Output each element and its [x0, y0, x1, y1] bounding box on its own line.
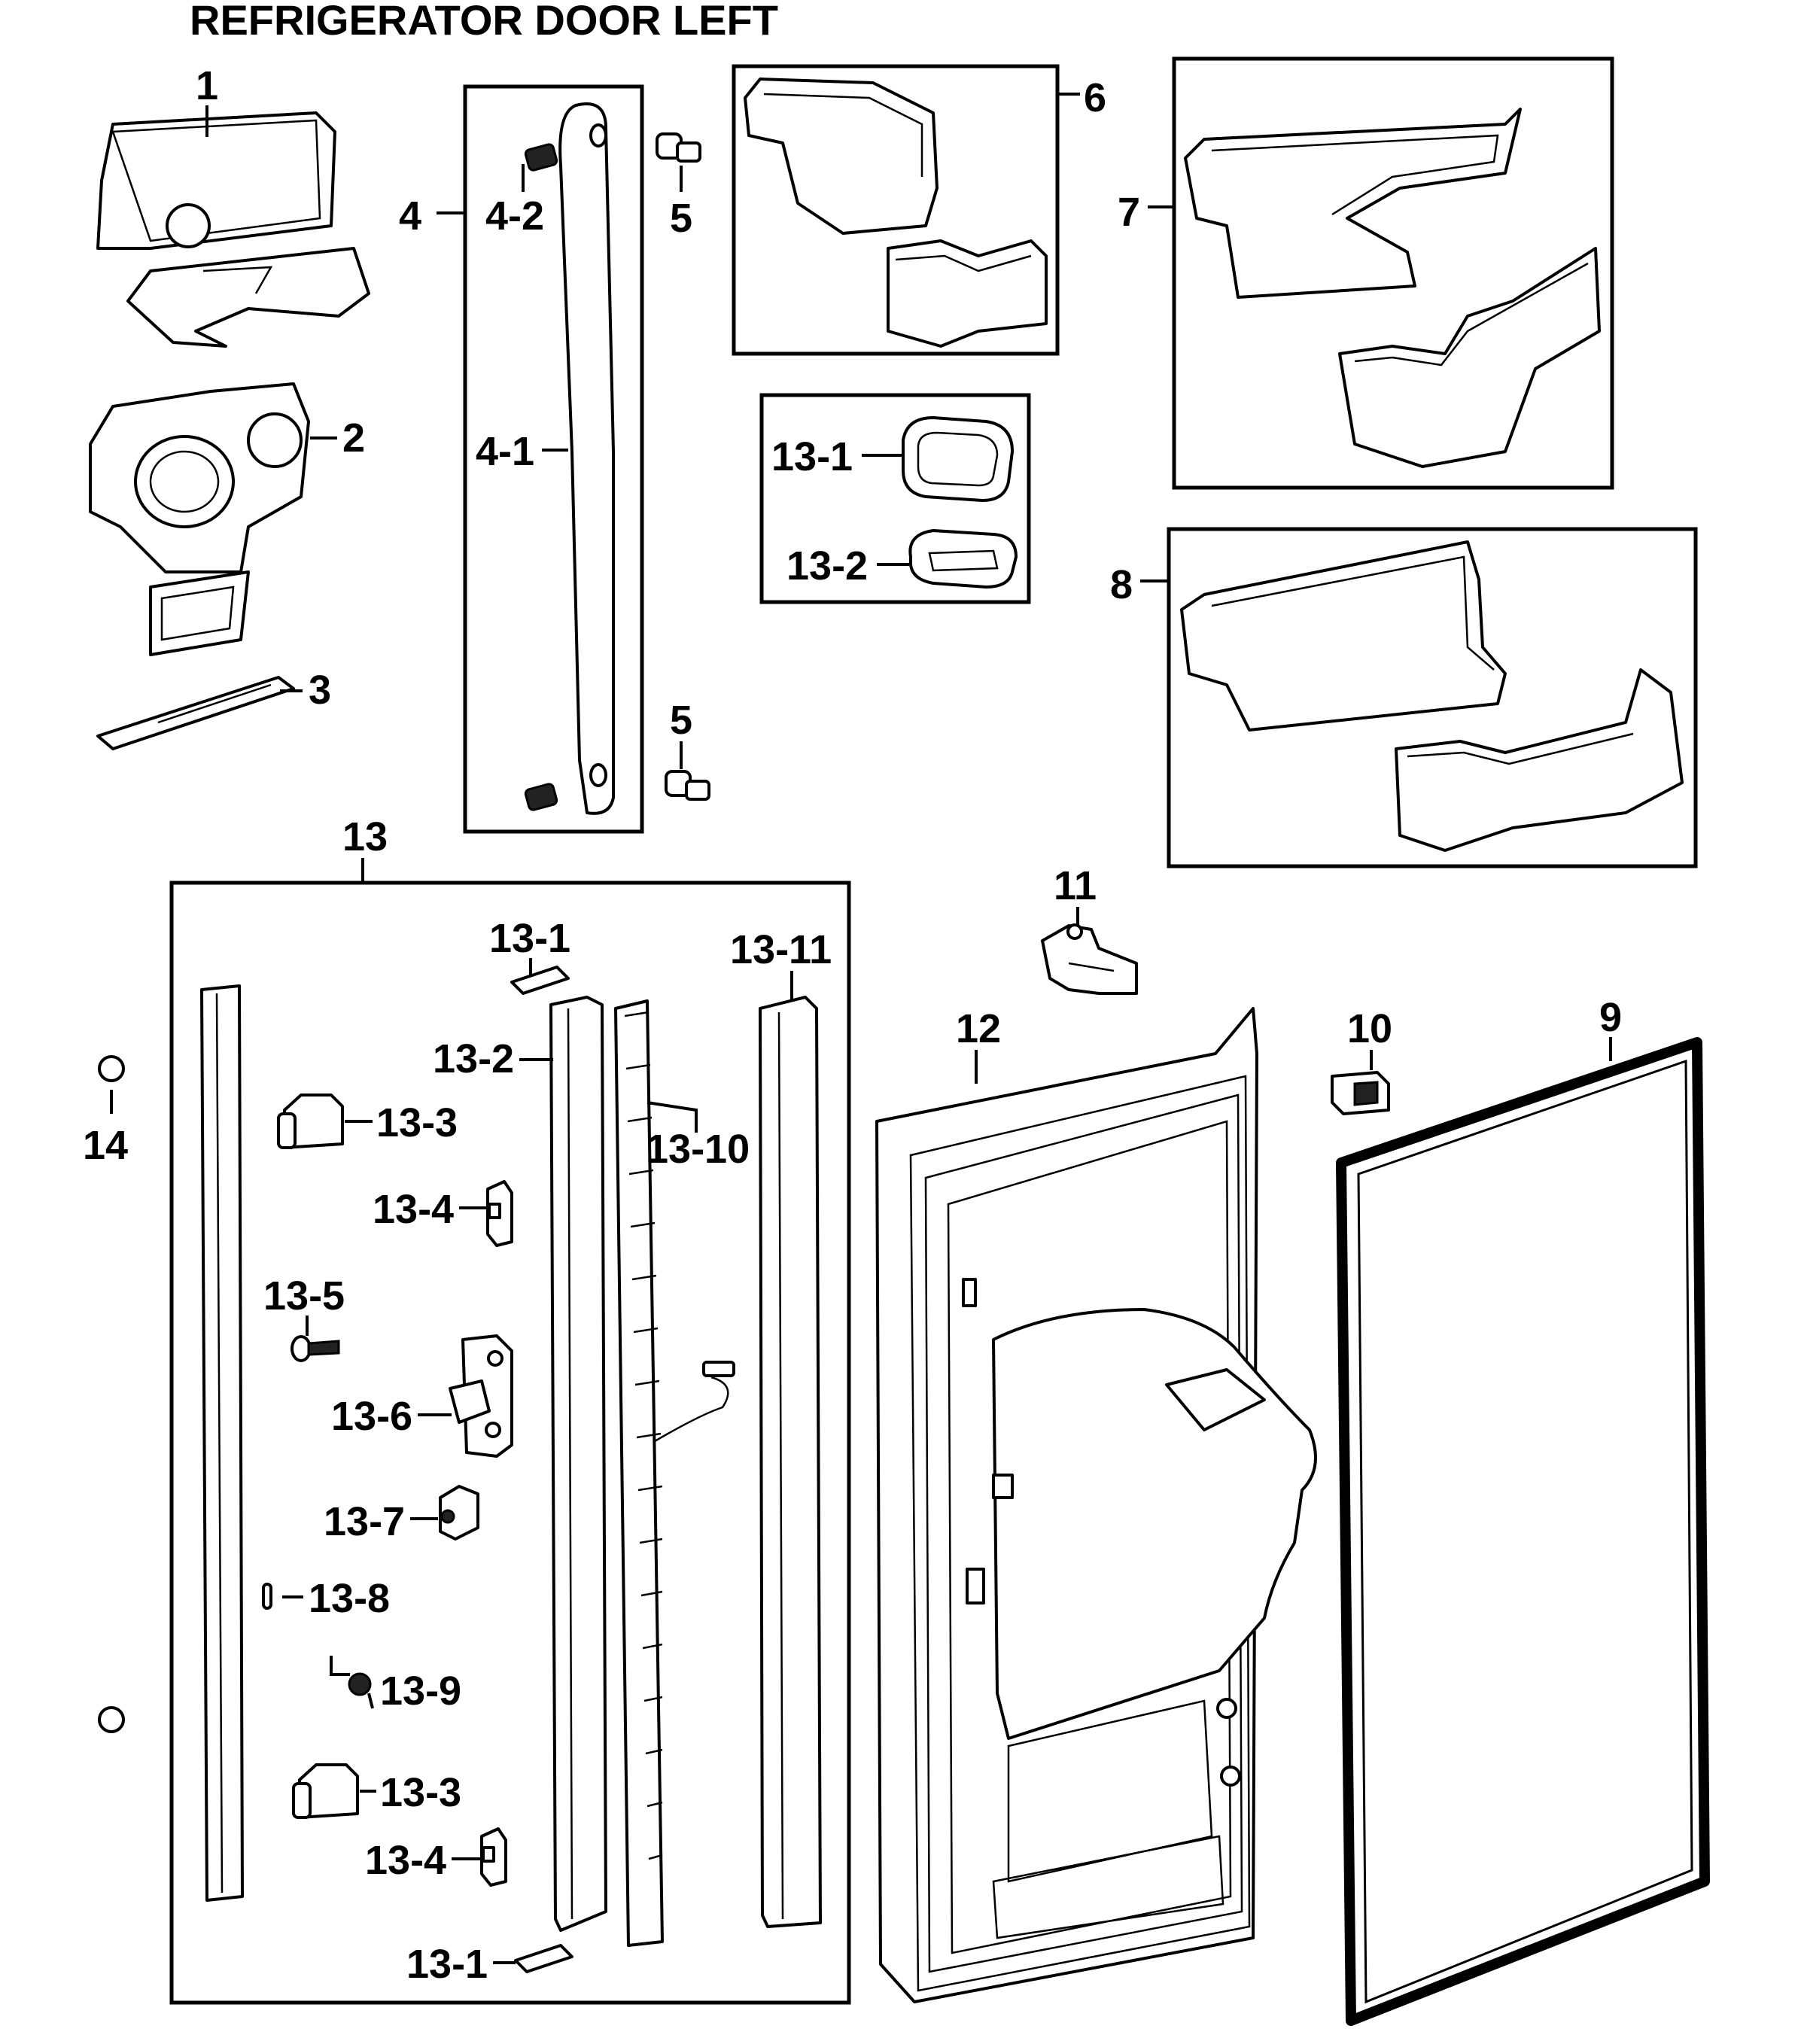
part-13-6-hinge-bracket [449, 1334, 513, 1458]
leader-13-10 [646, 1101, 698, 1133]
part-13-2-inset-cap [908, 529, 1018, 589]
label-13-1-inset: 13-1 [771, 434, 853, 479]
label-13-4-top: 13-4 [373, 1187, 454, 1232]
part-13-2-trim-strip [549, 996, 607, 1932]
part-12-door-assembly [875, 1007, 1317, 2003]
part-14-plug-top [98, 1055, 125, 1082]
label-11: 11 [1054, 863, 1097, 908]
label-10: 10 [1347, 1006, 1392, 1051]
label-1: 1 [196, 63, 218, 108]
label-13: 13 [342, 814, 388, 859]
part-5-screw-top [656, 132, 701, 163]
label-14: 14 [83, 1123, 128, 1168]
part-3-trim-strip [96, 676, 295, 750]
part-8-box [1167, 527, 1698, 868]
part-6-door-bin [744, 78, 1048, 348]
part-13-5-screw [291, 1335, 340, 1362]
part-1-dispenser-cover [96, 111, 370, 348]
part-2-ice-chute [89, 382, 310, 656]
label-8: 8 [1110, 562, 1133, 607]
label-13-2: 13-2 [433, 1036, 514, 1081]
part-7-box [1172, 56, 1614, 490]
label-13-4-bottom: 13-4 [365, 1838, 446, 1883]
part-4-2-screw-top [524, 143, 558, 172]
label-13-6: 13-6 [331, 1394, 412, 1439]
part-13-left-trim-strip [200, 984, 244, 1902]
part-4-2-screw-bottom [524, 783, 558, 811]
part-6-box [732, 64, 1060, 356]
label-7: 7 [1118, 190, 1140, 235]
label-13-1-top: 13-1 [489, 916, 570, 961]
part-13-box [169, 881, 851, 2005]
part-9-door-gasket [1336, 1037, 1710, 2026]
part-4-1-handle [558, 102, 615, 815]
label-13-3-top: 13-3 [376, 1100, 458, 1145]
part-13-4-top-clip [486, 1180, 513, 1247]
part-5-screw-bottom [665, 770, 710, 801]
label-4-2: 4-2 [485, 193, 544, 239]
label-13-2-inset: 13-2 [786, 543, 868, 589]
part-4-box [463, 84, 644, 834]
label-12: 12 [956, 1006, 1001, 1051]
label-13-9: 13-9 [380, 1668, 461, 1714]
part-7-door-bin [1184, 108, 1601, 468]
part-8-door-bin [1180, 540, 1684, 852]
part-13-1-bottom-clip [514, 1944, 573, 1973]
part-13-1-inset-gasket [902, 416, 1014, 502]
part-11-hinge-cover [1041, 923, 1138, 995]
part-13-1-top-clip [510, 966, 570, 995]
part-13-11-trim-strip [759, 996, 822, 1928]
label-13-8: 13-8 [309, 1576, 390, 1621]
label-6: 6 [1084, 75, 1106, 120]
part-13-3-bottom-hinge [292, 1763, 359, 1819]
label-9: 9 [1599, 995, 1622, 1040]
part-13-8-pin [262, 1583, 272, 1610]
label-4-1: 4-1 [476, 429, 534, 474]
label-5-top: 5 [670, 196, 692, 241]
label-13-7: 13-7 [324, 1499, 405, 1544]
part-13-4-bottom-clip [480, 1827, 507, 1887]
label-2: 2 [342, 415, 365, 461]
part-14-plug-bottom [98, 1706, 125, 1733]
label-13-1-bottom: 13-1 [406, 1942, 488, 1987]
diagram-title: REFRIGERATOR DOOR LEFT [190, 0, 778, 44]
part-13-3-top-hinge [277, 1093, 344, 1149]
inset-13-box [759, 393, 1031, 604]
label-4: 4 [399, 193, 421, 239]
label-13-10: 13-10 [646, 1127, 750, 1172]
label-5-bottom: 5 [670, 698, 692, 743]
label-3: 3 [309, 668, 331, 713]
part-10-stopper [1331, 1071, 1390, 1115]
part-13-7-cap [439, 1485, 479, 1541]
part-13-9-spring [330, 1656, 374, 1709]
label-13-3-bottom: 13-3 [380, 1770, 461, 1815]
part-13-10-heater-strip [614, 999, 735, 1947]
label-13-5: 13-5 [263, 1273, 345, 1319]
label-13-11: 13-11 [730, 927, 832, 972]
